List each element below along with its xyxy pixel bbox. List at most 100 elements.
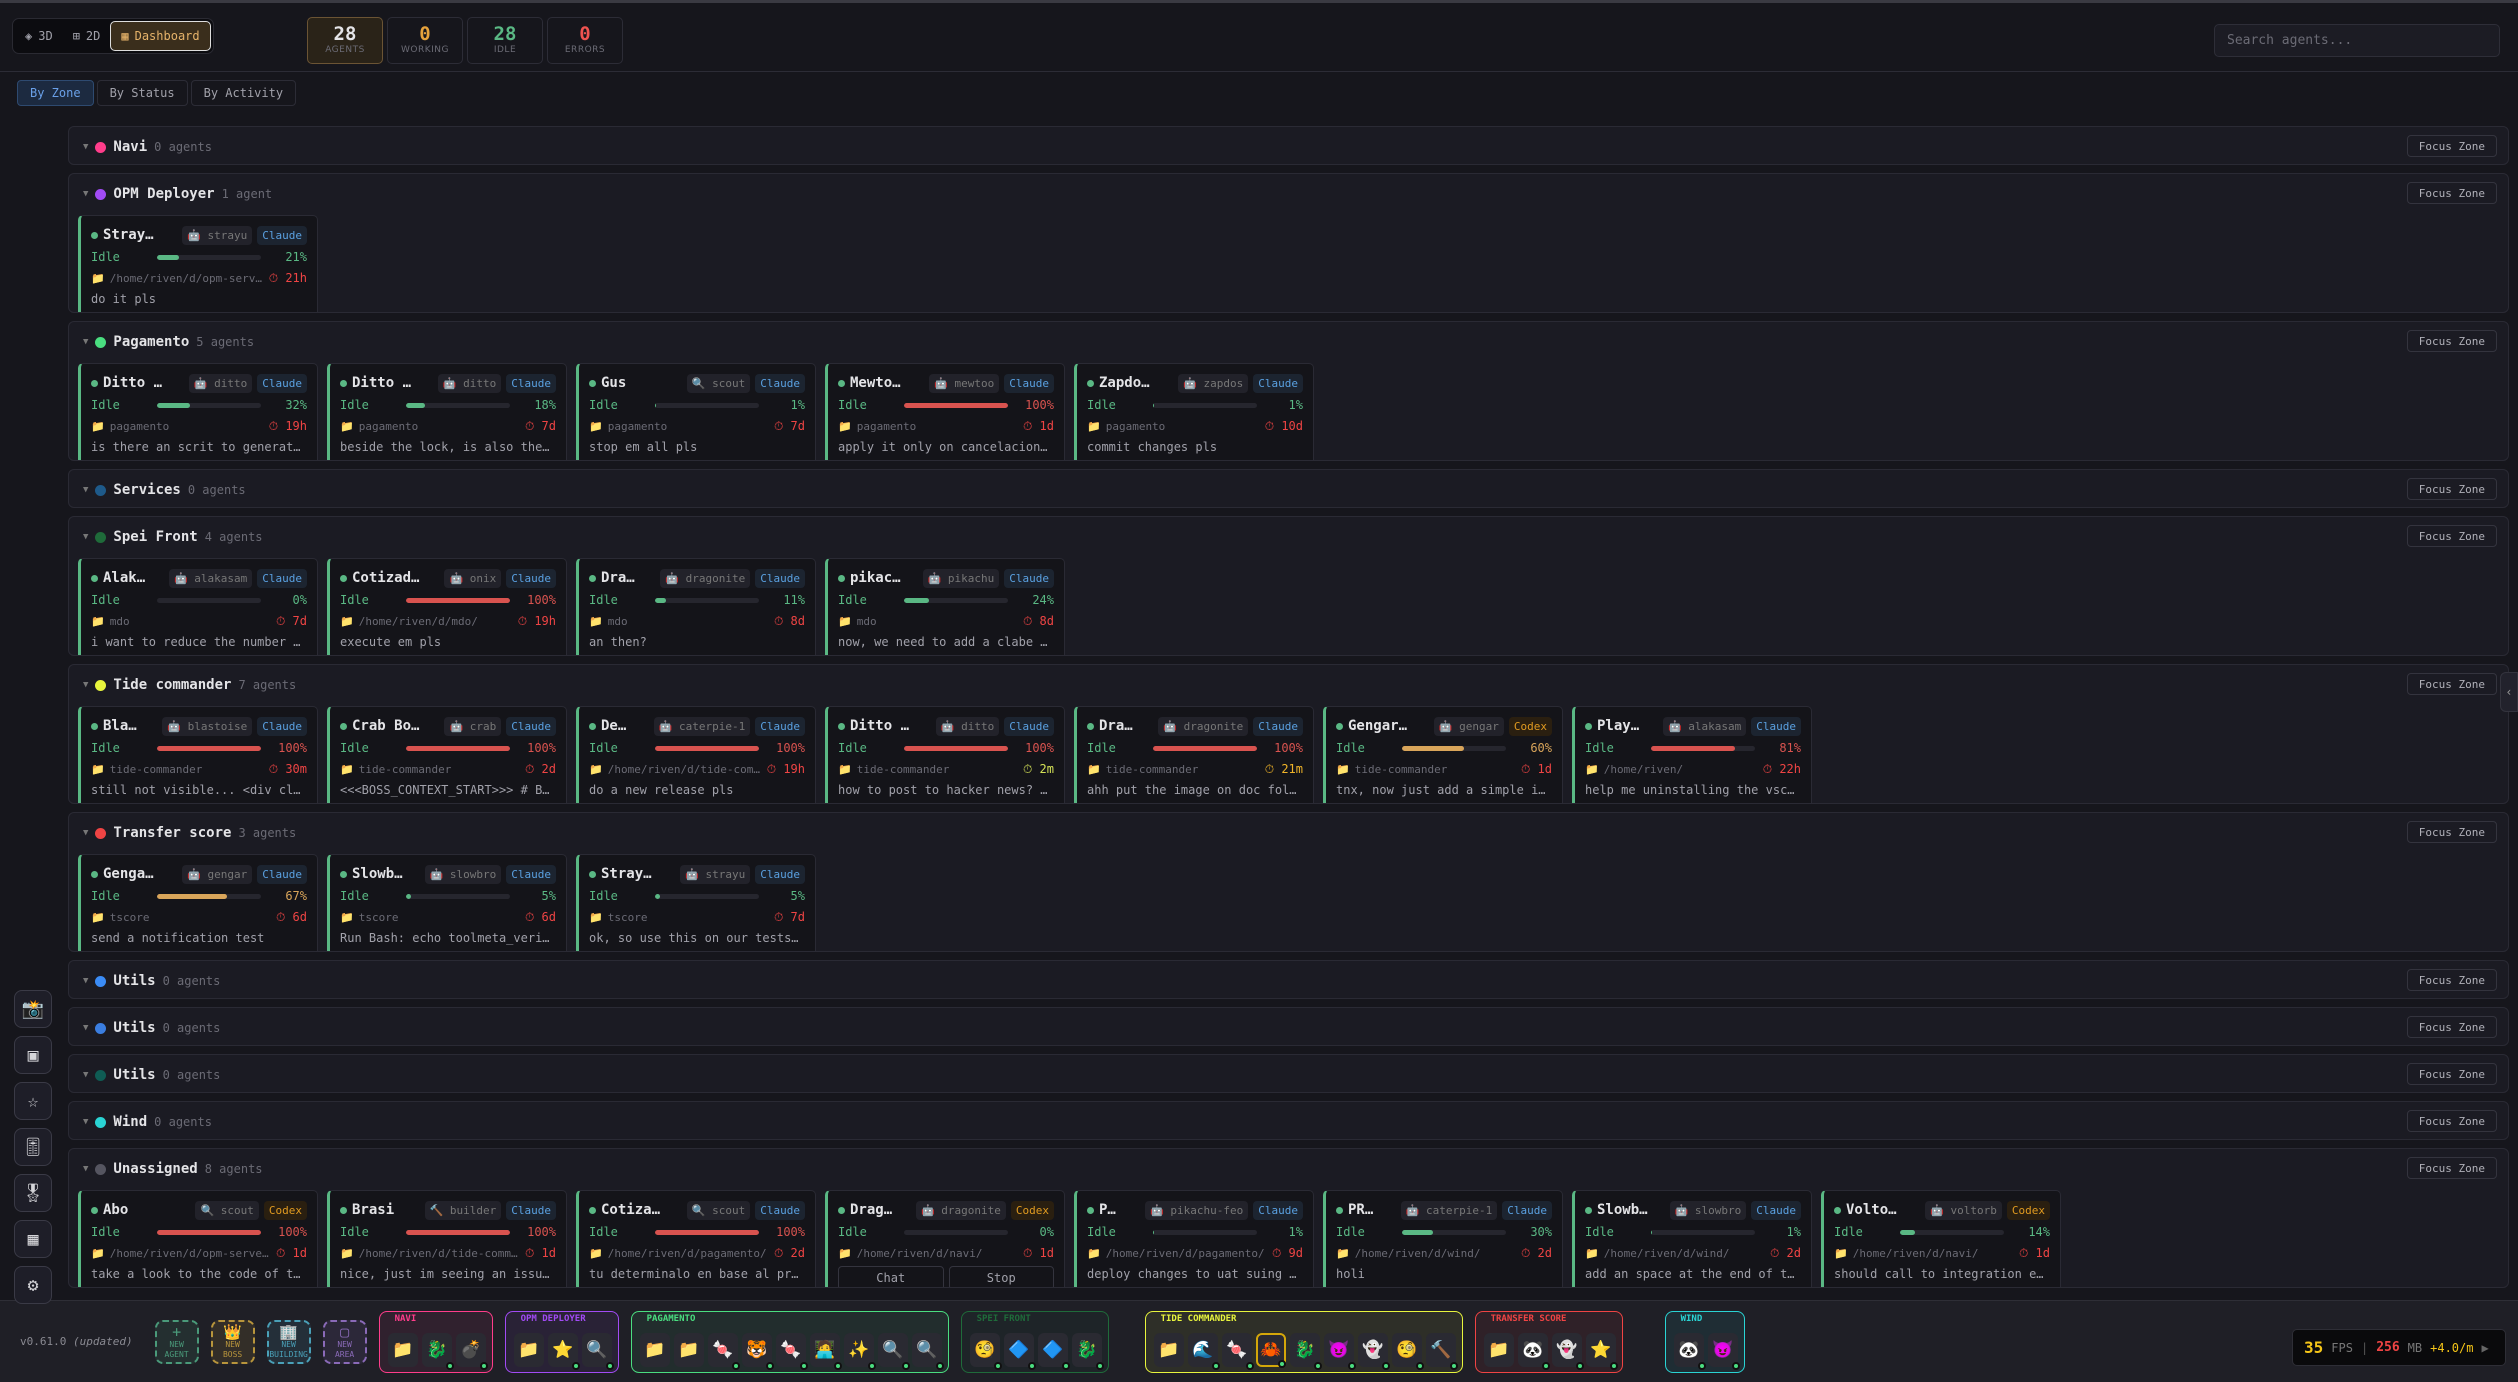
agent-avatar[interactable]: 🐉	[1289, 1332, 1322, 1370]
sliders-icon[interactable]: 🎚	[14, 1128, 52, 1166]
folder-building-icon[interactable]: 📁	[387, 1332, 418, 1367]
agent-avatar[interactable]: 🍬	[775, 1332, 808, 1370]
folder-building-icon[interactable]: 📁	[639, 1332, 670, 1367]
view-3d-button[interactable]: ◈3D	[15, 21, 63, 51]
agent-avatar[interactable]: 👻	[1551, 1332, 1584, 1370]
tab-by-zone[interactable]: By Zone	[17, 80, 94, 106]
agent-avatar[interactable]: 🔷	[1037, 1332, 1070, 1370]
agent-avatar[interactable]: 🐼	[1517, 1332, 1550, 1370]
agent-avatar[interactable]: 🍬	[1221, 1332, 1254, 1370]
focus-zone-button[interactable]: Focus Zone	[2406, 525, 2497, 547]
agent-avatar[interactable]: 😈	[1323, 1332, 1356, 1370]
agent-avatar[interactable]: 🔷	[1003, 1332, 1036, 1370]
caret-down-icon[interactable]: ▼	[83, 337, 89, 347]
caret-down-icon[interactable]: ▼	[83, 1070, 89, 1080]
tab-by-status[interactable]: By Status	[96, 80, 188, 106]
focus-zone-button[interactable]: Focus Zone	[2406, 182, 2497, 204]
folder-building-icon[interactable]: 📁	[673, 1332, 704, 1367]
zone-group-opm-deployer[interactable]: OPM DEPLOYER📁⭐🔍	[504, 1310, 619, 1373]
focus-zone-button[interactable]: Focus Zone	[2406, 673, 2497, 695]
camera-icon[interactable]: 📸	[14, 990, 52, 1028]
focus-zone-button[interactable]: Focus Zone	[2406, 821, 2497, 843]
focus-zone-button[interactable]: Focus Zone	[2406, 1016, 2497, 1038]
agent-avatar[interactable]: 🐉	[421, 1332, 454, 1370]
agent-avatar[interactable]: 🔨	[1425, 1332, 1458, 1370]
agent-avatar[interactable]: 🌊	[1187, 1332, 1220, 1370]
caret-down-icon[interactable]: ▼	[83, 1023, 89, 1033]
agent-avatar[interactable]: 🔍	[877, 1332, 910, 1370]
gear-icon[interactable]: ⚙	[14, 1266, 52, 1304]
focus-zone-button[interactable]: Focus Zone	[2406, 1157, 2497, 1179]
agent-avatar[interactable]: 🔍	[581, 1332, 614, 1370]
picture-in-picture-icon[interactable]: ▣	[14, 1036, 52, 1074]
zone-group-wind[interactable]: WIND🐼😈	[1664, 1310, 1745, 1373]
search-input[interactable]	[2214, 24, 2500, 57]
caret-down-icon[interactable]: ▼	[83, 532, 89, 542]
caret-down-icon[interactable]: ▼	[83, 1117, 89, 1127]
folder-building-icon[interactable]: 📁	[1153, 1332, 1184, 1367]
agent-avatar[interactable]: 🧑‍💻	[809, 1332, 842, 1370]
agent-avatar[interactable]: 🐯	[741, 1332, 774, 1370]
agent-avatar[interactable]: 👻	[1357, 1332, 1390, 1370]
view-2d-button[interactable]: ⊞2D	[63, 21, 111, 51]
agent-avatar[interactable]: 😈	[1707, 1332, 1740, 1370]
caret-down-icon[interactable]: ▼	[83, 828, 89, 838]
tab-by-activity[interactable]: By Activity	[190, 80, 297, 106]
caret-down-icon[interactable]: ▼	[83, 1164, 89, 1174]
focus-zone-button[interactable]: Focus Zone	[2406, 135, 2497, 157]
focus-zone-button[interactable]: Focus Zone	[2406, 1110, 2497, 1132]
folder-building-icon[interactable]: 📁	[1483, 1332, 1514, 1367]
agent-avatar[interactable]: 🐉	[1071, 1332, 1104, 1370]
agent-avatar[interactable]: 🍬	[707, 1332, 740, 1370]
focus-zone-button[interactable]: Focus Zone	[2406, 969, 2497, 991]
agent-avatar[interactable]: 🧐	[969, 1332, 1002, 1370]
zone-group-tide-commander[interactable]: TIDE COMMANDER📁🌊🍬🦀🐉😈👻🧐🔨	[1144, 1310, 1463, 1373]
zone-group-navi[interactable]: NAVI📁🐉💣	[378, 1310, 493, 1373]
chat-button[interactable]: Chat	[838, 1266, 944, 1287]
zone-group-spei-front[interactable]: SPEI FRONT🧐🔷🔷🐉	[960, 1310, 1109, 1373]
agent-avatar[interactable]: 🧐	[1391, 1332, 1424, 1370]
agent-avatar[interactable]: 🐼	[1673, 1332, 1706, 1370]
star-icon[interactable]: ☆	[14, 1082, 52, 1120]
caret-down-icon[interactable]: ▼	[83, 485, 89, 495]
grid-icon[interactable]: ▦	[14, 1220, 52, 1258]
agent-avatar[interactable]: 🔍	[911, 1332, 944, 1370]
caret-down-icon[interactable]: ▼	[83, 142, 89, 152]
